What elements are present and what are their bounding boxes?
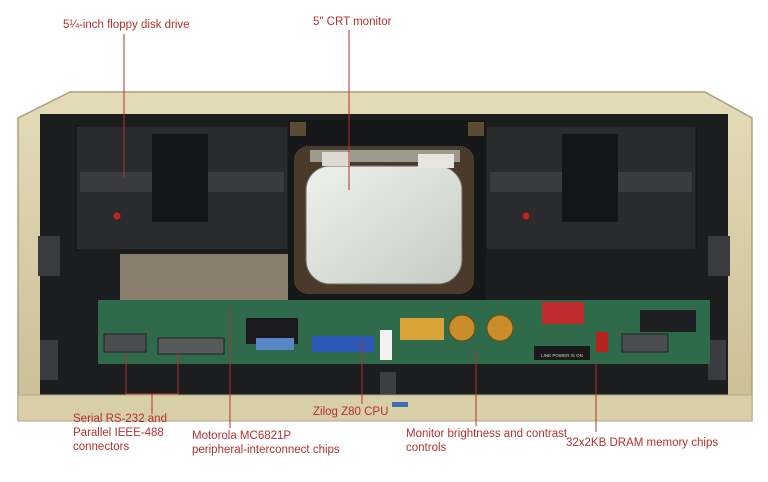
- label-crt: 5" CRT monitor: [313, 16, 392, 28]
- right-bracket-lower: [708, 340, 726, 380]
- right-bracket: [708, 236, 730, 276]
- contrast-knob: [486, 314, 514, 342]
- right-floppy-drive: [485, 125, 697, 251]
- label-monitor-controls: Monitor brightness and contrast controls: [406, 428, 568, 454]
- label-cpu: Zilog Z80 CPU: [313, 406, 389, 418]
- brightness-knob: [448, 314, 476, 342]
- left-bracket: [38, 236, 60, 276]
- right-drive-led: [522, 212, 530, 220]
- label-motorola: Motorola MC6821P peripheral-interconnect…: [192, 430, 340, 456]
- crt-monitor: [288, 120, 486, 310]
- label-connectors: Serial RS-232 and Parallel IEEE-488 conn…: [73, 413, 167, 453]
- left-floppy-drive: [75, 125, 289, 251]
- label-floppy: 5¼-inch floppy disk drive: [63, 19, 190, 31]
- fastener-left: [290, 122, 306, 136]
- left-bracket-lower: [40, 340, 58, 380]
- callout-lines: [123, 30, 597, 432]
- fastener-right: [468, 122, 484, 136]
- case-bottom-lip: [17, 394, 753, 422]
- label-dram: 32x2KB DRAM memory chips: [566, 437, 719, 449]
- badge-strip: [392, 402, 408, 407]
- circuit-board: [98, 300, 710, 364]
- left-drive-led: [113, 212, 121, 220]
- power-switch-text: LINE POWER IS ON: [541, 353, 583, 358]
- lower-post: [380, 372, 396, 394]
